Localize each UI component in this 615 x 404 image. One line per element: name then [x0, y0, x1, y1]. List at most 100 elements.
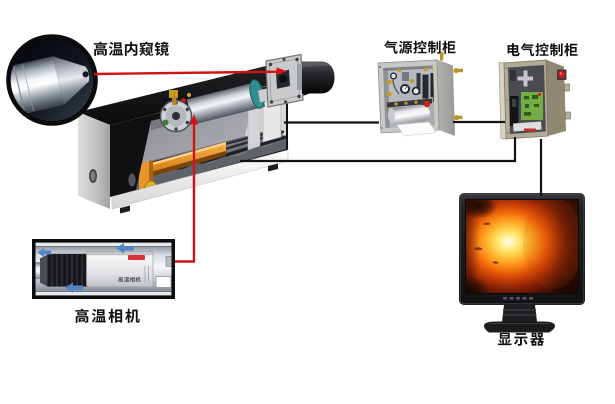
monitor-stand-base: [484, 321, 555, 333]
camera-vents: [144, 266, 149, 282]
hinge-dot-1: [378, 65, 382, 69]
monitor-screen: [466, 200, 578, 293]
gas-interior-topshadow: [383, 65, 434, 71]
elec-cabinet-components: [510, 70, 543, 132]
pointer-endoscope-line: [93, 70, 279, 76]
ext-fitting-1-stem: [456, 68, 463, 73]
bottom-sheet: [396, 121, 437, 137]
electrical-control-cabinet: [498, 59, 571, 140]
estop-hl: [559, 72, 562, 75]
drive-motor: [297, 61, 335, 94]
monitor-label-glyphs: [497, 332, 545, 346]
endoscope-label-glyphs: [93, 41, 169, 56]
relay-box: [402, 72, 409, 81]
main-machine-flange: [265, 53, 304, 108]
gauge-2-face: [413, 88, 419, 94]
pointer-camera-head: [189, 114, 199, 125]
pcb-red-dot: [537, 92, 542, 97]
gas-cabinet-fittings: [378, 51, 463, 130]
pointer-camera-line: [175, 123, 196, 263]
brass-stem: [172, 96, 177, 105]
probe-lens-hole: [82, 71, 89, 78]
manifold-bar: [387, 98, 432, 108]
connection-lines: [240, 120, 543, 196]
lens-barrel: [47, 253, 88, 287]
tank-red-knob: [423, 100, 431, 108]
camera-label-glyphs: [75, 308, 140, 323]
handle-recess-inner: [90, 171, 96, 181]
machine-foot-1: [120, 205, 130, 214]
orange-rail-hl: [137, 142, 226, 170]
main-machine: [78, 53, 335, 214]
top-fitting-stem: [440, 54, 444, 61]
endoscope-barrel: [186, 81, 266, 125]
black-column: [510, 96, 519, 126]
monitor-buttons[interactable]: [503, 297, 533, 300]
emergency-stop: [557, 69, 567, 80]
probe-seam-1: [13, 67, 26, 113]
airflow-arrow-left: [37, 248, 51, 257]
motor-collar: [297, 64, 303, 90]
black-column-detail: [512, 99, 517, 107]
lens-cone: [40, 254, 48, 287]
cable-machine-to-elec: [240, 137, 517, 163]
filter-1: [422, 71, 429, 99]
hinge-dot-2: [380, 126, 383, 130]
brass-4: [410, 79, 414, 83]
manifold-dot-1: [394, 102, 398, 106]
manifold-dot-3: [414, 100, 418, 104]
camera-inset-content: [35, 243, 172, 293]
filter-2: [430, 70, 435, 97]
top-fitting: [439, 51, 444, 57]
hose-1: [392, 78, 400, 95]
probe-body: [10, 56, 64, 122]
support-block: [212, 121, 224, 140]
motor-hl: [302, 61, 330, 67]
monitor: [459, 193, 585, 333]
cut-section: [136, 139, 286, 191]
endoscope-inset: [6, 34, 98, 126]
brass-elbow: [169, 90, 178, 98]
machine-foot-2: [268, 163, 278, 172]
probe-photo: [10, 56, 90, 122]
brass-1: [387, 80, 392, 84]
camera-logo: [128, 255, 145, 260]
camera-body-top: [86, 251, 153, 256]
estop-button: [558, 70, 566, 79]
screen-dark-corner-2: [466, 276, 490, 293]
manifold-dot-2: [404, 101, 408, 105]
connector-box: [155, 276, 172, 288]
flange-plate-bolts: [268, 57, 301, 104]
lens-barrel-ribs: [51, 254, 83, 287]
camera-flange-hub: [172, 112, 180, 120]
filter-0: [416, 73, 421, 94]
elec-hinges: [564, 83, 571, 120]
pcb-chips: [524, 95, 539, 116]
handle-recess-2: [128, 173, 136, 187]
elec-frame-bolts: [505, 66, 510, 135]
cable-gland: [165, 256, 172, 267]
screen-dark-blob: [466, 200, 498, 219]
brass-2: [387, 92, 392, 96]
endoscope-assembly: [159, 79, 273, 133]
ext-fitting-2-stem: [456, 115, 463, 120]
green-fitting: [162, 119, 169, 126]
filter-1-fitting: [423, 67, 428, 72]
red-pointers: [93, 67, 287, 263]
cross-bracket-v: [523, 70, 528, 87]
airflow-arrows: [37, 243, 134, 293]
gauge-top-face: [391, 73, 396, 79]
air-tank: [388, 105, 431, 124]
gas-cabinet-components: [383, 65, 435, 128]
small-brass: [187, 93, 191, 97]
probe-seam-2: [22, 64, 34, 112]
tank-valve: [421, 100, 425, 105]
airflow-arrow-top: [116, 243, 134, 254]
pointer-endoscope-head: [276, 67, 287, 76]
flange-bore: [279, 75, 287, 83]
machine-top-face: [78, 61, 318, 125]
monitor-stand-neck: [502, 305, 537, 322]
probe-cone: [52, 56, 88, 105]
